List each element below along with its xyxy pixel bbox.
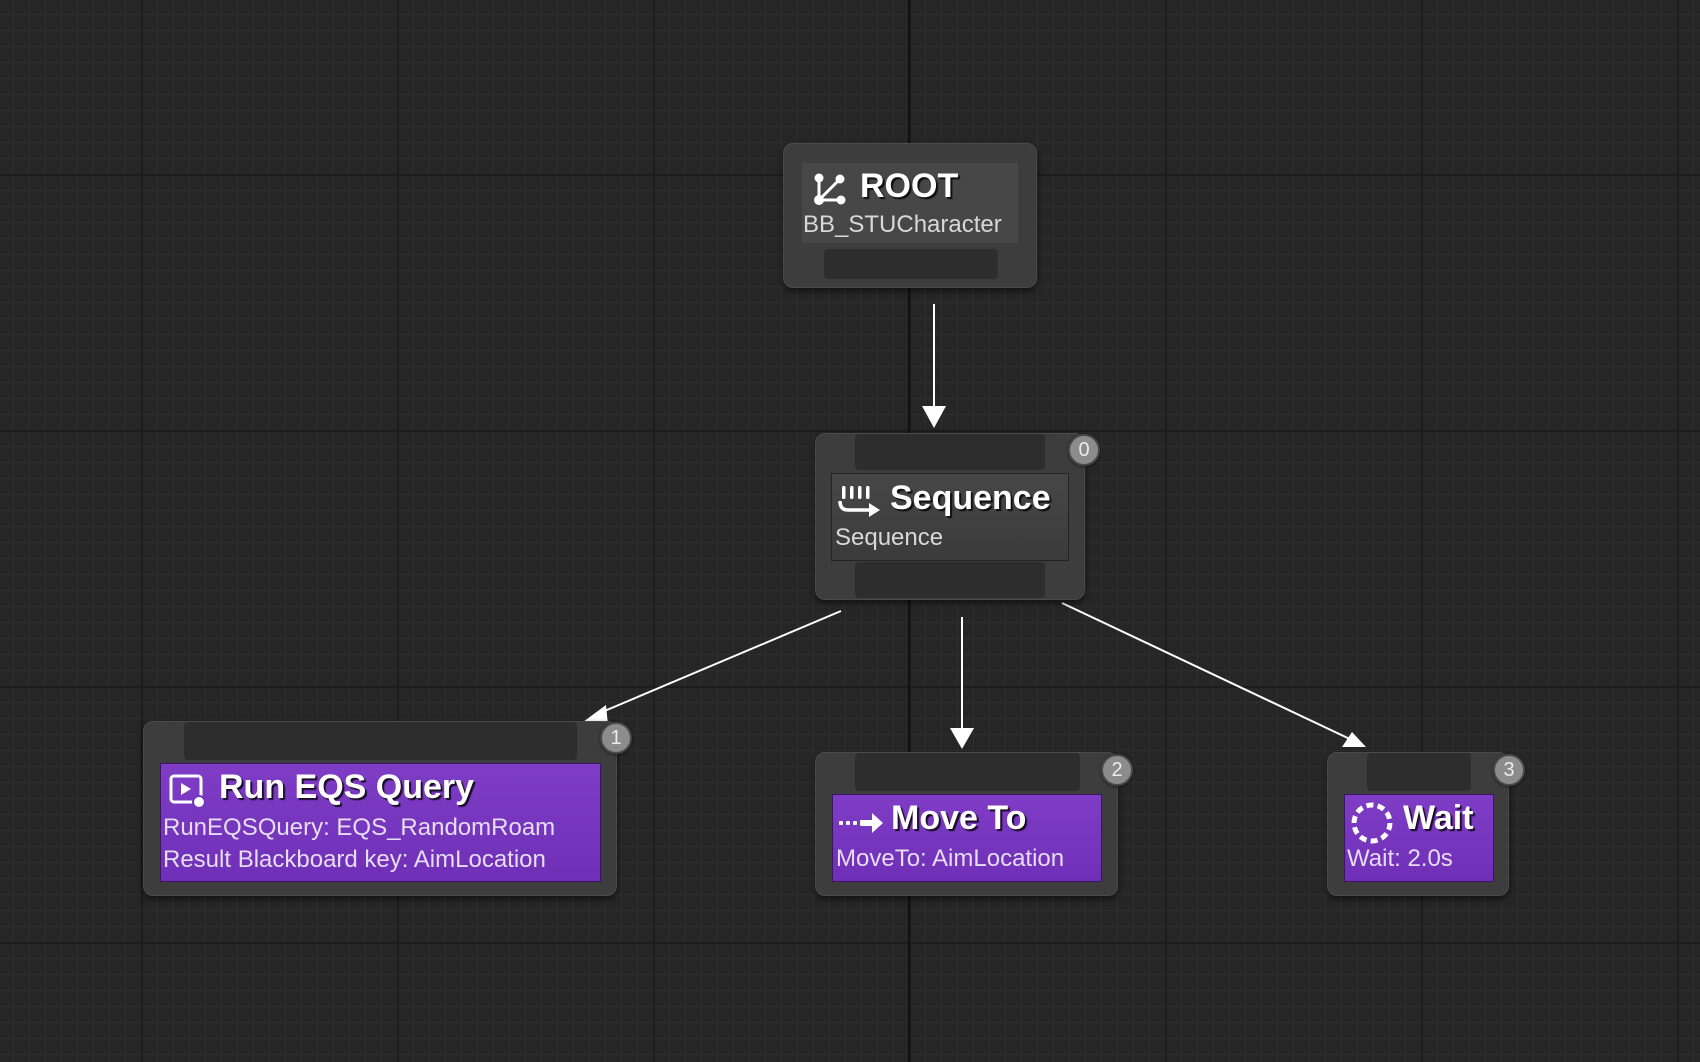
run-eqs-query-node[interactable]: Run EQS Query RunEQSQuery: EQS_RandomRoa… — [143, 721, 617, 896]
root-node-body: ROOT BB_STUCharacter — [801, 162, 1019, 244]
move-to-title: Move To — [891, 799, 1027, 837]
move-to-icon — [837, 805, 885, 846]
move-to-target-key: MoveTo: AimLocation — [836, 845, 1065, 872]
execution-index-badge: 3 — [1493, 754, 1525, 786]
move-to-input-pin[interactable] — [855, 753, 1080, 791]
wire-sequence-wait — [1061, 602, 1353, 741]
wait-title: Wait — [1403, 799, 1474, 837]
root-node[interactable]: ROOT BB_STUCharacter — [783, 143, 1037, 288]
run-eqs-query-input-pin[interactable] — [184, 722, 577, 760]
sequence-icon — [836, 480, 882, 529]
root-title: ROOT — [860, 167, 959, 205]
run-eqs-query-title: Run EQS Query — [219, 768, 475, 806]
execution-index-badge: 0 — [1068, 434, 1100, 466]
execution-index-badge: 1 — [600, 722, 632, 754]
wire-arrow — [583, 705, 608, 725]
execution-index-badge: 2 — [1101, 754, 1133, 786]
wait-node-body: Wait Wait: 2.0s — [1344, 794, 1494, 882]
wire-sequence-eqs — [594, 610, 842, 716]
sequence-title: Sequence — [890, 479, 1051, 517]
root-blackboard-asset: BB_STUCharacter — [803, 211, 1002, 238]
wire-arrow — [922, 406, 946, 428]
run-eqs-query-asset: RunEQSQuery: EQS_RandomRoam — [163, 814, 556, 841]
wire-arrow — [950, 728, 974, 749]
wait-icon — [1350, 801, 1394, 850]
root-tree-icon — [810, 171, 846, 212]
run-eqs-query-node-body: Run EQS Query RunEQSQuery: EQS_RandomRoa… — [160, 763, 601, 882]
sequence-output-pin[interactable] — [855, 562, 1045, 598]
sequence-input-pin[interactable] — [855, 434, 1045, 470]
move-to-node[interactable]: Move To MoveTo: AimLocation — [815, 752, 1118, 896]
wait-input-pin[interactable] — [1367, 753, 1471, 791]
sequence-node[interactable]: Sequence Sequence — [815, 433, 1085, 600]
sequence-node-body: Sequence Sequence — [831, 473, 1069, 561]
wait-node[interactable]: Wait Wait: 2.0s — [1327, 752, 1509, 896]
wait-duration: Wait: 2.0s — [1347, 845, 1453, 872]
eqs-query-icon — [169, 772, 207, 815]
sequence-subtitle: Sequence — [835, 524, 944, 551]
run-eqs-query-result-key: Result Blackboard key: AimLocation — [163, 846, 546, 873]
wire-arrow — [1342, 732, 1366, 747]
move-to-node-body: Move To MoveTo: AimLocation — [832, 794, 1102, 882]
root-output-pin[interactable] — [824, 249, 998, 279]
